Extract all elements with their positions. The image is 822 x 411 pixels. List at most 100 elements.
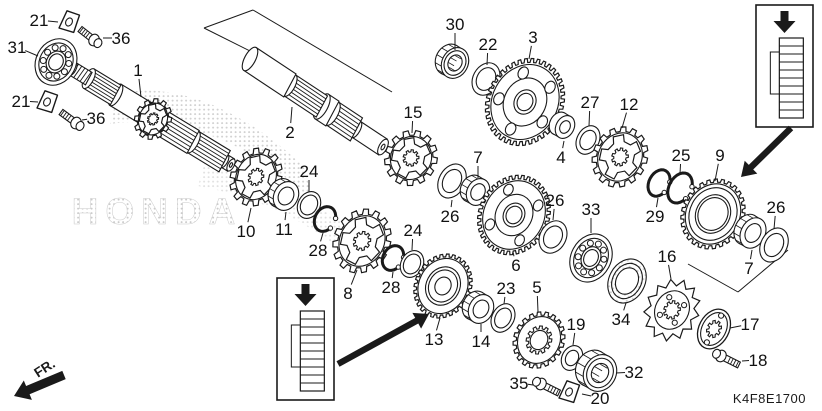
- callout-label: 26: [767, 198, 786, 217]
- callout-label: 16: [658, 247, 677, 266]
- callout-4: 4: [556, 140, 566, 167]
- callout-17: 17: [729, 315, 760, 334]
- callout-28: 28: [382, 271, 400, 297]
- part-14-bushing: [461, 290, 495, 324]
- down-arrow-icon: [773, 11, 796, 33]
- callout-label: 15: [404, 103, 423, 122]
- callout-30: 30: [446, 15, 464, 50]
- callout-10: 10: [237, 207, 256, 241]
- callout-11: 11: [275, 211, 293, 239]
- callout-25: 25: [672, 146, 691, 175]
- callout-label: 19: [567, 315, 586, 334]
- callout-24: 24: [404, 221, 423, 251]
- callout-12: 12: [620, 95, 639, 129]
- callout-7: 7: [473, 148, 483, 178]
- part-9-gear: [680, 178, 746, 250]
- callout-13: 13: [425, 317, 444, 349]
- part-26a-thrust-washer: [437, 163, 467, 199]
- callout-label: 14: [472, 332, 491, 351]
- callout-24: 24: [300, 162, 319, 192]
- callout-label: 12: [620, 95, 639, 114]
- part-20-washer-tab: [558, 380, 581, 404]
- callout-21: 21: [30, 11, 59, 30]
- callout-label: 3: [528, 28, 537, 47]
- part-26c-thrust-washer: [759, 227, 789, 263]
- callout-label: 24: [300, 162, 319, 181]
- callout-36: 36: [103, 29, 130, 48]
- part-25-snap-ring: [666, 171, 695, 205]
- detail-inset-box: [276, 277, 335, 401]
- part-21a-washer-tab: [58, 10, 81, 34]
- callout-6: 6: [511, 251, 521, 275]
- part-4-collar: [548, 111, 576, 139]
- callout-label: 5: [532, 278, 541, 297]
- callout-29: 29: [646, 197, 665, 226]
- callout-label: 29: [646, 207, 665, 226]
- callout-label: 7: [473, 148, 482, 167]
- callout-26: 26: [767, 198, 786, 230]
- part-12-gear: [591, 126, 649, 188]
- callout-15: 15: [404, 103, 423, 134]
- part-28a-snap-ring: [312, 205, 339, 233]
- callout-label: 34: [612, 310, 631, 329]
- callout-8: 8: [343, 269, 358, 303]
- callout-label: 6: [511, 256, 520, 275]
- callout-32: 32: [615, 363, 643, 382]
- callout-16: 16: [658, 247, 677, 280]
- part-17-fixing-plate: [696, 308, 732, 350]
- part-33-ball-bearing: [569, 233, 613, 283]
- part-18-bolt-flange: [711, 348, 742, 369]
- part-24b-spline-washer: [399, 250, 425, 278]
- part-19-washer: [560, 345, 584, 371]
- part-21b-washer-tab: [36, 90, 59, 114]
- callout-label: 17: [741, 315, 760, 334]
- honda-watermark-text: HONDA: [72, 191, 243, 232]
- reference-line: [687, 263, 739, 293]
- fr-arrow-icon: [14, 370, 66, 400]
- callout-label: 33: [582, 200, 601, 219]
- callout-2: 2: [285, 106, 295, 142]
- fr-direction-arrow: FR.: [14, 356, 66, 400]
- part-26b-thrust-washer: [538, 220, 568, 254]
- down-arrow-icon: [294, 284, 317, 306]
- callout-18: 18: [741, 351, 768, 370]
- part-35-bolt-flange: [531, 376, 562, 397]
- part-3-gear: [484, 57, 566, 147]
- part-36a-bolt-flange: [77, 25, 103, 49]
- callout-label: 1: [133, 61, 142, 80]
- callout-20: 20: [581, 389, 609, 408]
- part-8-gear: [332, 208, 392, 274]
- reference-line: [252, 9, 393, 93]
- callout-label: 21: [30, 11, 49, 30]
- part-22-thrust-washer: [471, 62, 501, 96]
- callout-21: 21: [12, 92, 39, 111]
- callout-label: 10: [237, 222, 256, 241]
- callout-23: 23: [497, 279, 515, 305]
- callout-label: 36: [112, 29, 131, 48]
- inset-pointer-arrow: [336, 312, 429, 367]
- detail-inset-box: [755, 4, 814, 128]
- callout-label: 4: [556, 148, 565, 167]
- callout-label: 18: [749, 351, 768, 370]
- part-11-bushing: [267, 178, 300, 211]
- callout-3: 3: [528, 28, 538, 60]
- callout-34: 34: [612, 302, 631, 329]
- callout-label: 21: [12, 92, 31, 111]
- part-32-needle-bearing: [574, 349, 618, 392]
- part-2-countershaft: [241, 46, 389, 156]
- part-31-ball-bearing: [34, 38, 78, 86]
- callout-26: 26: [441, 199, 459, 226]
- reference-line: [203, 9, 254, 29]
- callout-label: 13: [425, 330, 444, 349]
- callout-label: 28: [309, 241, 328, 260]
- callout-31: 31: [8, 38, 39, 57]
- callout-33: 33: [582, 200, 601, 233]
- part-23-thrust-washer: [490, 303, 516, 333]
- callout-label: 26: [546, 191, 565, 210]
- callout-label: 25: [672, 146, 691, 165]
- callout-label: 7: [744, 259, 753, 278]
- callout-label: 27: [581, 93, 600, 112]
- part-16-drive-sprocket: [642, 278, 701, 342]
- callout-label: 24: [404, 221, 423, 240]
